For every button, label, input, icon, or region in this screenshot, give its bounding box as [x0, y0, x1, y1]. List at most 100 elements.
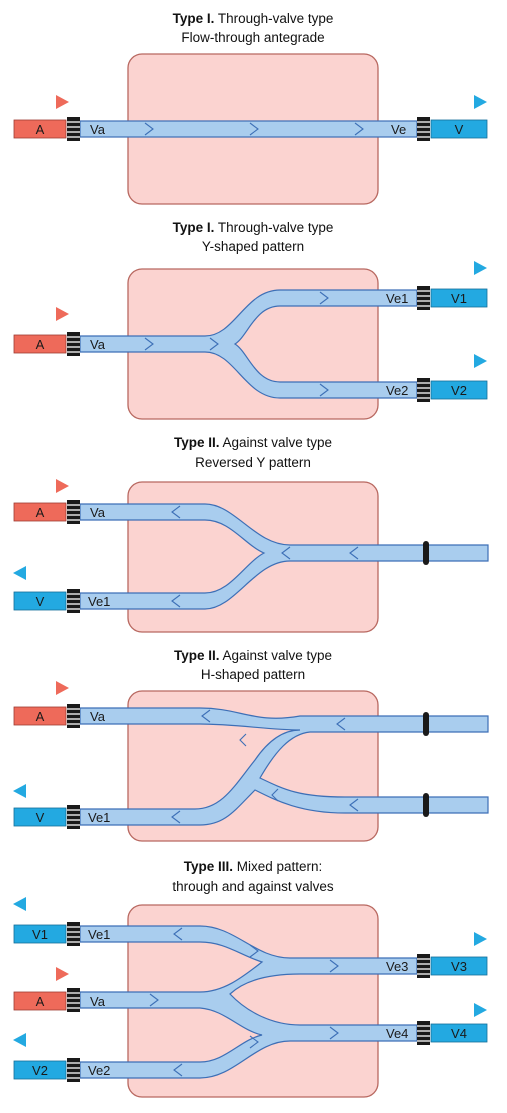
valve-marker — [201, 709, 211, 723]
inflow-arrow-head — [56, 307, 69, 321]
vessel-mixed-network — [79, 925, 418, 1079]
vein-box — [13, 1060, 67, 1080]
artery-box-label: A — [36, 122, 45, 137]
anastomosis-connector — [67, 1058, 80, 1082]
valve-marker — [144, 337, 154, 351]
vessel-label: Ve4 — [386, 1026, 408, 1041]
panel-type-2-reversed-y: Type II. Against valve type Reversed Y p… — [13, 435, 489, 633]
valve-marker — [336, 717, 346, 731]
valve-marker — [209, 337, 219, 351]
vein-box — [430, 956, 488, 976]
panel-title: Type II. Against valve type — [174, 435, 332, 450]
vein-box — [430, 1023, 488, 1043]
panel-title: Type III. Mixed pattern: — [184, 859, 323, 874]
outflow-arrow-head — [474, 1003, 487, 1017]
valve-marker — [144, 122, 154, 136]
vein-arrow-head — [13, 1033, 26, 1047]
vessel-label: Ve2 — [88, 1063, 110, 1078]
anastomosis-connector — [67, 332, 80, 356]
vein-box-label: V2 — [32, 1063, 48, 1078]
valve-marker — [239, 733, 247, 747]
valve-marker — [329, 1026, 339, 1040]
vessel-label: Ve2 — [386, 383, 408, 398]
ligation-clip — [423, 712, 429, 736]
valve-marker — [271, 788, 279, 802]
anastomosis-connector — [67, 704, 80, 728]
valve-marker — [171, 505, 181, 519]
panel-title: Type I. Through-valve type — [173, 220, 334, 235]
artery-box — [13, 502, 67, 522]
vessel-label: Ve1 — [386, 291, 408, 306]
vein-box-label: V — [36, 594, 45, 609]
valve-marker — [173, 1063, 183, 1077]
outflow-arrow-head — [474, 354, 487, 368]
panel-subtitle: Flow-through antegrade — [181, 30, 324, 45]
vein-box-label: V1 — [451, 291, 467, 306]
ligation-clip — [423, 793, 429, 817]
anastomosis-connector — [417, 378, 430, 402]
vessel-reversed-y — [79, 503, 489, 610]
vessel-label: Va — [90, 337, 106, 352]
valve-marker — [249, 944, 259, 958]
panel-type-1-y-shaped: Type I. Through-valve type Y-shaped patt… — [13, 220, 488, 420]
valve-marker — [354, 122, 364, 136]
panel-subtitle: Reversed Y pattern — [195, 455, 311, 470]
valve-marker — [149, 993, 159, 1007]
outflow-arrow-head — [474, 95, 487, 109]
vein-box-label: V — [36, 810, 45, 825]
artery-box-label: A — [36, 505, 45, 520]
panel-type-1-flow-through: Type I. Through-valve type Flow-through … — [13, 11, 488, 205]
artery-box — [13, 991, 67, 1011]
anastomosis-connector — [417, 286, 430, 310]
artery-box-label: A — [36, 709, 45, 724]
vein-box — [13, 924, 67, 944]
anastomosis-connector — [67, 117, 80, 141]
anastomosis-connector — [67, 805, 80, 829]
anastomosis-connector — [67, 988, 80, 1012]
inflow-arrow-head — [56, 967, 69, 981]
vessel-label: Ve3 — [386, 959, 408, 974]
panel-subtitle: Y-shaped pattern — [202, 239, 304, 254]
valve-marker — [319, 383, 329, 397]
inflow-arrow-head — [56, 479, 69, 493]
anastomosis-connector — [67, 922, 80, 946]
valve-marker — [349, 798, 359, 812]
outflow-arrow-head — [474, 932, 487, 946]
panel-subtitle: H-shaped pattern — [201, 667, 305, 682]
valve-marker — [349, 546, 359, 560]
vessel-label: Ve — [391, 122, 406, 137]
vessel-label: Va — [90, 505, 106, 520]
panel-type-2-h-shaped: Type II. Against valve type H-shaped pat… — [13, 648, 489, 842]
vein-arrow-head — [13, 784, 26, 798]
valve-marker — [281, 546, 291, 560]
anastomosis-connector — [67, 500, 80, 524]
vein-box — [430, 288, 488, 308]
vessel-label: Ve1 — [88, 810, 110, 825]
vein-box-label: V1 — [32, 927, 48, 942]
inflow-arrow-head — [56, 681, 69, 695]
panel-title: Type I. Through-valve type — [173, 11, 334, 26]
vein-arrow-head — [13, 897, 26, 911]
anastomosis-connector — [417, 1021, 430, 1045]
valve-marker — [249, 1035, 259, 1049]
panel-title: Type II. Against valve type — [174, 648, 332, 663]
valve-marker — [173, 927, 183, 941]
artery-box — [13, 334, 67, 354]
valve-marker — [329, 959, 339, 973]
valve-marker — [249, 122, 259, 136]
vein-box — [13, 807, 67, 827]
vessel-y-branch — [79, 289, 418, 399]
panel-type-3-mixed: Type III. Mixed pattern: through and aga… — [13, 859, 488, 1098]
vein-arrow-head — [13, 566, 26, 580]
valve-marker — [171, 810, 181, 824]
valve-marker — [171, 594, 181, 608]
vessel-segment — [79, 120, 418, 138]
artery-box — [13, 119, 67, 139]
vein-box-label: V4 — [451, 1026, 467, 1041]
artery-box-label: A — [36, 337, 45, 352]
outflow-arrow-head — [474, 261, 487, 275]
anastomosis-connector — [417, 117, 430, 141]
inflow-arrow-head — [56, 95, 69, 109]
vein-box-label: V — [455, 122, 464, 137]
